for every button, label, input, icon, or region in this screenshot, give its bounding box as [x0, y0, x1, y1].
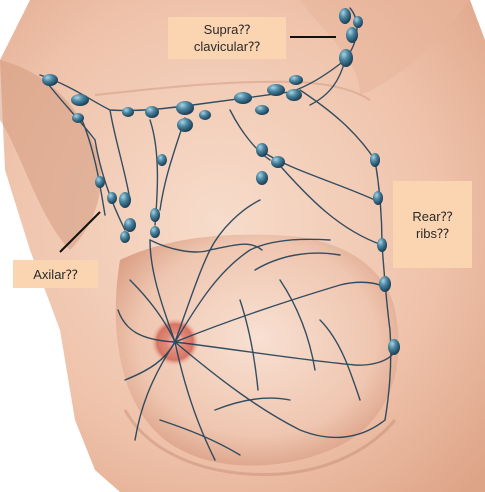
- rear-ribs-label-line1: Rear⁇: [412, 208, 452, 225]
- lymph-node-icon: [346, 27, 358, 43]
- lymph-node-icon: [42, 74, 58, 86]
- lymph-node-icon: [286, 89, 302, 101]
- lymph-node-icon: [267, 84, 285, 96]
- lymph-node-icon: [289, 75, 303, 85]
- lymph-node-icon: [71, 94, 89, 106]
- lymph-node-icon: [150, 208, 160, 222]
- lymph-node-icon: [255, 105, 269, 115]
- supraclavicular-label-line1: Supra⁇: [204, 21, 251, 38]
- lymph-node-icon: [339, 8, 351, 24]
- lymph-node-icon: [72, 113, 84, 123]
- lymph-node-icon: [199, 110, 211, 120]
- lymph-node-icon: [234, 92, 252, 104]
- lymph-node-icon: [120, 231, 130, 243]
- lymph-node-icon: [353, 16, 363, 28]
- lymph-node-icon: [339, 49, 353, 67]
- axilar-label-line1: Axilar⁇: [33, 266, 78, 283]
- lymph-node-icon: [377, 238, 387, 252]
- lymph-node-icon: [177, 118, 193, 132]
- rear-ribs-label: Rear⁇ ribs⁇: [393, 181, 472, 268]
- lymph-node-icon: [157, 154, 167, 166]
- lymph-node-icon: [256, 143, 268, 157]
- lymph-node-icon: [388, 339, 400, 355]
- lymph-node-icon: [150, 226, 160, 238]
- supraclavicular-label: Supra⁇ clavicular⁇: [168, 17, 286, 59]
- lymph-node-icon: [95, 176, 105, 188]
- lymph-node-icon: [379, 276, 391, 292]
- lymph-node-icon: [256, 171, 268, 185]
- lymph-node-icon: [145, 106, 159, 118]
- axilar-label: Axilar⁇: [13, 260, 98, 288]
- supraclavicular-label-line2: clavicular⁇: [194, 38, 260, 55]
- lymph-node-icon: [122, 107, 134, 117]
- lymph-node-icon: [124, 218, 136, 232]
- lymph-node-icon: [107, 192, 117, 204]
- rear-ribs-label-line2: ribs⁇: [416, 225, 449, 242]
- lymph-node-icon: [271, 156, 285, 168]
- lymph-node-icon: [370, 153, 380, 167]
- lymph-node-icon: [119, 192, 131, 208]
- lymph-node-icon: [176, 101, 194, 115]
- lymph-node-icon: [373, 191, 383, 205]
